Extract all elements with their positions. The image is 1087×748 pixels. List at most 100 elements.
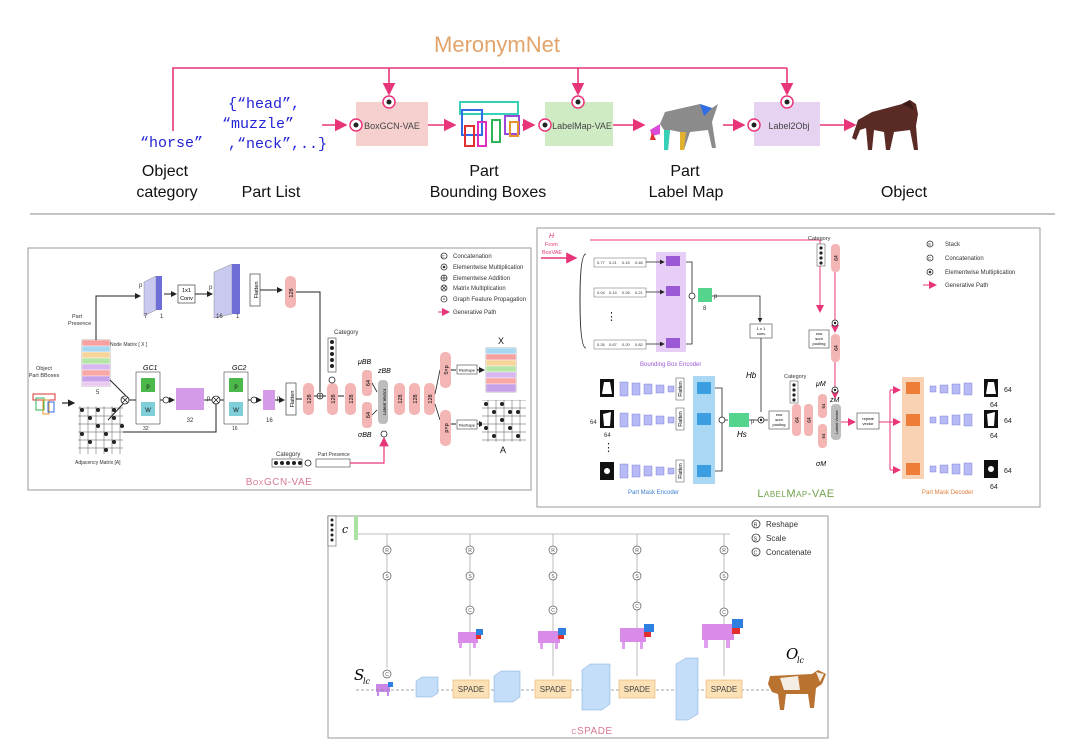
sigma-bb-dim: 64: [366, 412, 372, 418]
mu-bb-label: μBB: [357, 359, 372, 366]
bottom-part-presence-label: Part Presence: [318, 452, 350, 458]
gc1-w-block: [141, 402, 155, 416]
z-m-label: zM: [829, 397, 840, 404]
reshape-nodes: [382, 545, 729, 679]
caption-part-label-map-2: Label Map: [649, 184, 724, 201]
lm-top-dense-a: [831, 244, 840, 272]
flatten-lm-2: Flatten: [678, 411, 684, 427]
conv-out-sixteen: 16: [216, 314, 223, 320]
svg-text:C: C: [551, 608, 555, 614]
spade-label-4: SPADE: [711, 685, 738, 694]
gc1-w: W: [145, 408, 151, 414]
gc2-output-dim: 16: [266, 418, 273, 424]
part-mask-encoder-label: Part Mask Encoder: [628, 490, 679, 496]
caption-part-boxes-1: Part: [469, 163, 499, 180]
rsp-b-3: pooling: [773, 422, 786, 427]
o-label: O: [786, 645, 798, 663]
svg-text:R: R: [635, 548, 639, 554]
gc1-dim: 32: [143, 426, 149, 432]
mu-m-label: μM: [815, 381, 826, 388]
mask-out-dim-5: 64: [1004, 468, 1012, 475]
boxgcn-caption: BoxGCN-VAE: [246, 477, 313, 488]
decoder-5p-label: 5×p: [444, 365, 450, 374]
flatten-mid-label: Flatten: [290, 391, 296, 408]
part-mask-decoder-label: Part Mask Decoder: [922, 490, 973, 496]
sigma-m-layer: [818, 424, 827, 448]
gc2-dim: 16: [232, 426, 238, 432]
label-map-cow-4: [702, 619, 743, 648]
label-map-cow-1: [458, 629, 483, 648]
decoder-128-b-label: 128: [413, 394, 419, 403]
bbox-embed: [698, 288, 712, 302]
cspade-legend-reshape: Reshape: [766, 520, 799, 529]
label-map-cow-2: [538, 628, 566, 649]
hs-embed: [729, 413, 749, 427]
decoder-128-c-label: 128: [428, 394, 434, 403]
meronymnet-title: MeronymNet: [434, 32, 560, 57]
part-bounding-boxes-illustration: [459, 101, 520, 147]
gc2-w: W: [233, 408, 239, 414]
mask-in-dim-2: 64: [604, 433, 611, 439]
decoder-pp-label: p×p: [444, 423, 450, 432]
hc-boxvae-label: BoxVAE: [542, 250, 562, 256]
labelmap-vae-block: [545, 102, 613, 146]
svg-text:C: C: [442, 254, 446, 259]
svg-text:C: C: [722, 610, 726, 616]
label-map-cow-small: [376, 682, 393, 696]
bbox-encoder-label: Bounding Box Encoder: [640, 362, 701, 368]
part-presence-label-2: Presence: [68, 321, 91, 327]
flatten-lm-1: Flatten: [678, 381, 684, 397]
dense-128-a-label: 128: [331, 394, 337, 403]
dense-128-mid: [303, 383, 314, 415]
flatten-top-label: Flatten: [254, 282, 260, 299]
rsp-b-1: row: [776, 412, 783, 417]
labelmap-panel-frame: [536, 227, 1041, 508]
bbox-embed-dim: 8: [703, 306, 707, 312]
decoder-128-b: [409, 383, 420, 415]
label2obj-label: Label2Obj: [768, 121, 809, 131]
labelmap-legend-concatenation: Concatenation: [945, 256, 984, 262]
node-matrix-dim: 5: [96, 390, 100, 396]
boxgcn-category-label: Category: [334, 330, 358, 336]
decoder-128-a-label: 128: [398, 394, 404, 403]
adjacency-matrix-label: Adjacency Matrix [A]: [75, 460, 121, 466]
caption-part-label-map-1: Part: [670, 163, 700, 180]
lm-category-vector-bottom: [789, 380, 799, 404]
latent-vector-m: [831, 404, 841, 440]
meronymnet-overview: MeronymNet “horse” {“head”, “muzzle” ,“n…: [136, 32, 927, 201]
bbox-row1-v2: 0.21: [609, 260, 618, 265]
reshape-x-label: Reshape: [459, 368, 476, 373]
conv-label-2: Conv: [180, 296, 193, 302]
gc1-output-p: p: [207, 396, 211, 402]
legend-symbol-c: C: [754, 551, 758, 557]
decoder-128-c: [424, 383, 435, 415]
labelmap-legend-stack: Stack: [945, 242, 961, 248]
bbox-row1-v4: 0.46: [635, 260, 644, 265]
conv-in-seven: 7: [144, 314, 148, 320]
flatten-lm-3: Flatten: [678, 463, 684, 479]
dense-128-mid-label: 128: [307, 394, 313, 403]
repeat-vector-label-1: repeat: [862, 416, 874, 421]
part-list-line-3: ,“neck”,..}: [228, 136, 327, 153]
lm-top-dense-b: [831, 334, 840, 362]
boxgcn-input-label-1: Object: [36, 366, 52, 372]
caption-object: Object: [881, 184, 928, 201]
boxgcn-legend-generative-path: Generative Path: [453, 310, 496, 316]
gc1-p: p: [146, 384, 150, 390]
mu-m-dim: 64: [821, 403, 826, 409]
legend-symbol-s: S: [754, 537, 758, 543]
conv-out-p: p: [209, 285, 213, 291]
gc2-label: GC2: [232, 365, 247, 372]
hs-label: Hs: [737, 430, 747, 439]
lm-enc-dense-a-label: 64: [795, 417, 801, 423]
mask-out-dim-6: 64: [990, 484, 998, 491]
caption-part-boxes-2: Bounding Boxes: [430, 184, 547, 201]
dense-128-b: [345, 383, 356, 415]
object-horse-image: [852, 100, 918, 150]
bbox-row3-v2: 0.67: [609, 342, 618, 347]
z-bb-label: zBB: [377, 368, 391, 375]
lm-category-vector-top: [816, 243, 826, 267]
mask-out-dim-1: 64: [1004, 387, 1012, 394]
